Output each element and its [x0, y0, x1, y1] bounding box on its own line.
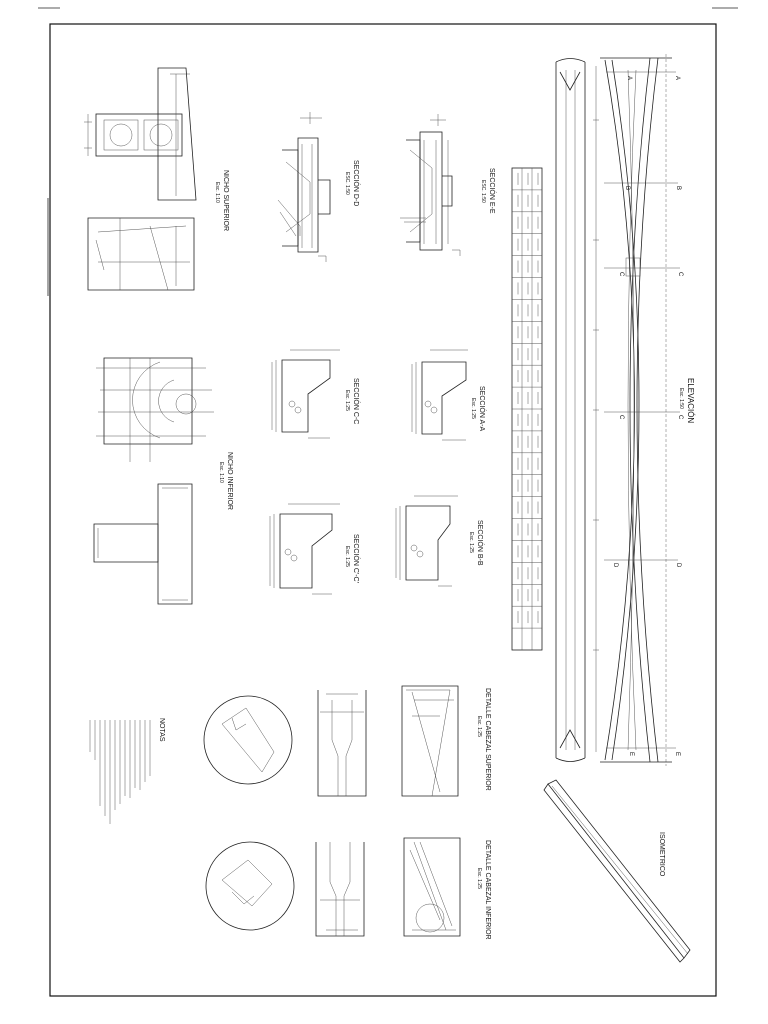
section-dd-title: SECCIÓN D-D	[352, 160, 361, 206]
section-cc-scale: Esc. 1:25	[344, 390, 350, 411]
nicho-inferior-title: NICHO INFERIOR	[226, 452, 233, 510]
drawing-frame	[49, 23, 717, 997]
notes-block: NOTAS	[89, 718, 165, 824]
mark-b1: B	[675, 186, 681, 190]
elevation-scale: Esc. 1:50	[678, 388, 684, 409]
elevation-view: A A B B C C C C D D E E ELEVACIÓN Esc. 1…	[555, 54, 695, 766]
geometry-table	[511, 167, 543, 651]
mark-c3: C	[677, 415, 683, 420]
nicho-inferior-scale: Esc. 1:10	[218, 462, 224, 483]
section-cc-prime-scale: Esc. 1:25	[344, 546, 350, 567]
mark-c1: C	[677, 272, 683, 277]
section-ee-title: SECCIÓN E-E	[488, 168, 497, 214]
mark-a2: A	[626, 76, 632, 80]
section-dd-scale: ESC. 1:50	[344, 172, 350, 195]
section-ee-scale: ESC. 1:50	[480, 180, 486, 203]
section-aa-title: SECCIÓN A-A	[478, 386, 487, 431]
nicho-superior-title: NICHO SUPERIOR	[222, 170, 229, 231]
section-bb: SECCIÓN B-B Esc. 1:25	[395, 495, 485, 587]
section-cc-prime-title: SECCIÓN C'-C'	[352, 534, 361, 583]
section-cc-title: SECCIÓN C-C	[352, 378, 361, 424]
mark-c4: C	[618, 415, 624, 420]
mark-b2: B	[624, 186, 630, 190]
detail-upper-title: DETALLE CABEZAL SUPERIOR	[484, 688, 491, 791]
elevation-title: ELEVACIÓN	[686, 378, 695, 423]
detail-upper-scale: Esc. 1:25	[476, 716, 482, 737]
isometric-title: ISOMETRICO	[658, 832, 665, 877]
section-bb-scale: Esc. 1:25	[468, 532, 474, 553]
isometric-view: ISOMETRICO	[543, 779, 691, 963]
detail-lower-scale: Esc. 1:25	[476, 868, 482, 889]
notes-title: NOTAS	[158, 718, 165, 742]
detail-head-upper: DETALLE CABEZAL SUPERIOR Esc. 1:25	[203, 685, 491, 797]
notes-lines	[89, 720, 151, 824]
detail-head-lower: DETALLE CABEZAL INFERIOR Esc. 1:25	[205, 837, 491, 940]
nicho-inferior: NICHO INFERIOR Esc. 1:10	[93, 357, 233, 605]
section-bb-title: SECCIÓN B-B	[476, 520, 485, 566]
mark-a1: A	[674, 76, 680, 80]
section-dd: SECCIÓN D-D ESC. 1:50	[277, 112, 361, 262]
nicho-superior-scale: Esc. 1:10	[214, 182, 220, 203]
detail-lower-title: DETALLE CABEZAL INFERIOR	[484, 840, 491, 940]
mark-d1: D	[675, 563, 681, 568]
mark-d2: D	[612, 563, 618, 568]
mark-c2: C	[618, 272, 624, 277]
section-ee: SECCIÓN E-E ESC. 1:50	[400, 114, 497, 256]
section-cc-prime: SECCIÓN C'-C' Esc. 1:25	[269, 503, 361, 595]
mark-e1: E	[674, 752, 680, 756]
mark-e2: E	[628, 752, 634, 756]
section-cc: SECCIÓN C-C Esc. 1:25	[271, 349, 361, 439]
nicho-superior: NICHO SUPERIOR Esc. 1:10	[84, 67, 229, 291]
section-aa: SECCIÓN A-A Esc. 1:25	[411, 349, 487, 441]
section-aa-scale: Esc. 1:25	[470, 398, 476, 419]
